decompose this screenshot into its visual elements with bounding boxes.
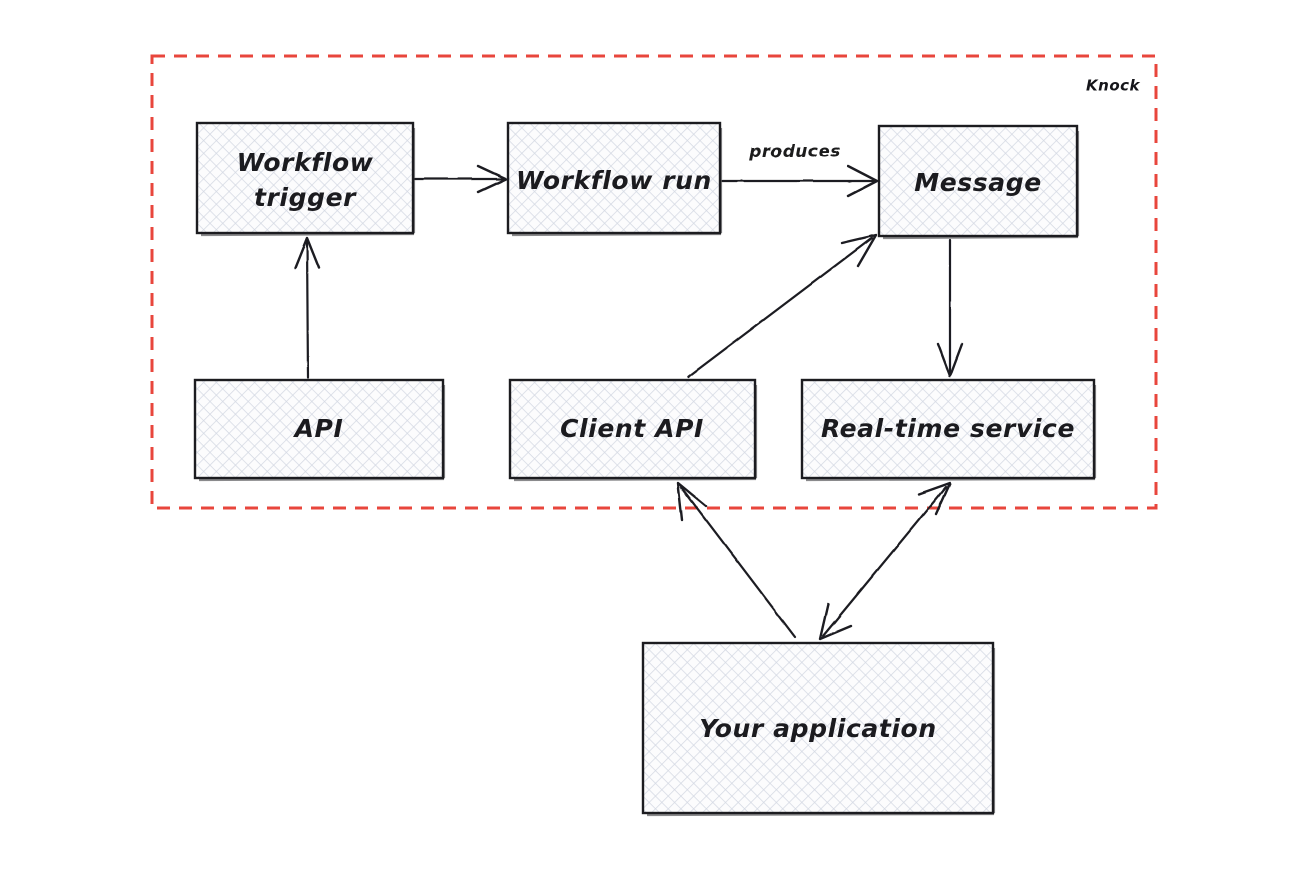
edge-client-api-to-message bbox=[686, 233, 878, 379]
node-message-box[interactable] bbox=[877, 124, 1079, 238]
node-client-api-label: Client API bbox=[560, 414, 704, 443]
edge-message-to-real-time-service bbox=[936, 238, 964, 378]
node-real-time-service-box[interactable] bbox=[800, 378, 1096, 480]
node-workflow-run[interactable]: Workflow run bbox=[506, 121, 723, 237]
node-client-api[interactable]: Client API bbox=[508, 378, 758, 482]
edge-label-produces: produces bbox=[748, 142, 840, 162]
edges-layer: produces bbox=[293, 142, 964, 641]
node-api-box[interactable] bbox=[193, 378, 445, 480]
node-real-time-service-label: Real-time service bbox=[821, 414, 1075, 443]
node-workflow-run-label: Workflow run bbox=[516, 166, 712, 195]
edge-run-to-message: produces bbox=[720, 142, 879, 198]
node-client-api-box[interactable] bbox=[508, 378, 757, 480]
nodes-layer: Workflow trigger Workflow run Message bbox=[193, 121, 1097, 817]
node-workflow-trigger-label-line1: Workflow bbox=[237, 148, 374, 177]
node-workflow-trigger-label-line2: trigger bbox=[254, 183, 357, 212]
node-message[interactable]: Message bbox=[877, 124, 1080, 240]
knock-group-rect bbox=[150, 54, 1158, 510]
node-workflow-trigger[interactable]: Workflow trigger bbox=[195, 121, 416, 237]
node-api[interactable]: API bbox=[193, 378, 446, 482]
node-your-application-label: Your application bbox=[699, 714, 936, 743]
knock-group-boundary: Knock bbox=[150, 54, 1158, 510]
node-workflow-run-box[interactable] bbox=[506, 121, 722, 235]
node-api-label: API bbox=[293, 414, 344, 443]
node-message-label: Message bbox=[914, 168, 1042, 197]
node-your-application[interactable]: Your application bbox=[641, 641, 996, 817]
edge-trigger-to-run bbox=[413, 164, 508, 194]
edge-real-time-service-to-your-application bbox=[818, 481, 952, 641]
node-your-application-box[interactable] bbox=[641, 641, 995, 815]
knock-group-label: Knock bbox=[1086, 77, 1140, 95]
node-workflow-trigger-box[interactable] bbox=[195, 121, 415, 235]
node-real-time-service[interactable]: Real-time service bbox=[800, 378, 1097, 482]
edge-your-application-to-client-api bbox=[676, 481, 797, 639]
edge-api-to-trigger bbox=[293, 236, 321, 380]
